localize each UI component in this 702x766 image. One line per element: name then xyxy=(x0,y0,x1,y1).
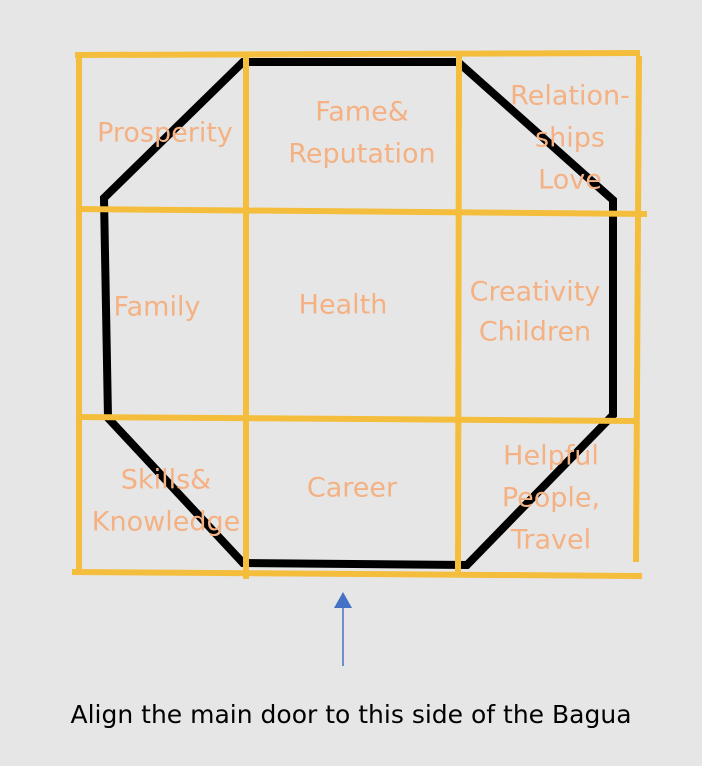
door-arrow-head xyxy=(334,592,352,608)
cell-label-health: Health xyxy=(299,290,388,321)
door-alignment-caption: Align the main door to this side of the … xyxy=(70,700,632,729)
cell-label-skills: Skills&Knowledge xyxy=(92,465,240,538)
cell-label-line: Helpful xyxy=(503,441,599,472)
cell-label-line: Love xyxy=(538,165,602,196)
cell-label-line: Creativity xyxy=(470,277,601,308)
cell-label-prosperity: Prosperity xyxy=(97,118,233,149)
cell-label-line: Children xyxy=(479,317,591,348)
grid-line-right xyxy=(633,55,642,563)
cell-label-line: People, xyxy=(502,483,600,514)
grid-line-upper-horizontal xyxy=(75,206,648,217)
cell-label-line: Health xyxy=(299,290,388,321)
cell-label-fame: Fame&Reputation xyxy=(288,97,435,170)
grid-line-bottom xyxy=(71,569,643,579)
grid-line-lower-horizontal xyxy=(75,414,640,424)
bagua-octagon xyxy=(99,58,617,570)
grid-line-top xyxy=(74,50,641,58)
cell-label-line: Knowledge xyxy=(92,507,240,538)
cell-label-career: Career xyxy=(307,473,398,504)
bagua-grid xyxy=(71,50,648,579)
cell-label-line: Skills& xyxy=(121,465,211,496)
grid-line-right-inner xyxy=(455,55,462,573)
cell-label-line: Relation- xyxy=(510,81,630,112)
cell-label-line: Family xyxy=(114,292,201,323)
cell-label-line: ships xyxy=(535,123,605,154)
door-arrow xyxy=(334,592,352,666)
cell-label-line: Reputation xyxy=(288,139,435,170)
cell-label-line: Career xyxy=(307,473,398,504)
cell-label-line: Travel xyxy=(510,525,591,556)
cell-label-family: Family xyxy=(114,292,201,323)
cell-label-line: Fame& xyxy=(315,97,409,128)
cell-label-line: Prosperity xyxy=(97,118,233,149)
